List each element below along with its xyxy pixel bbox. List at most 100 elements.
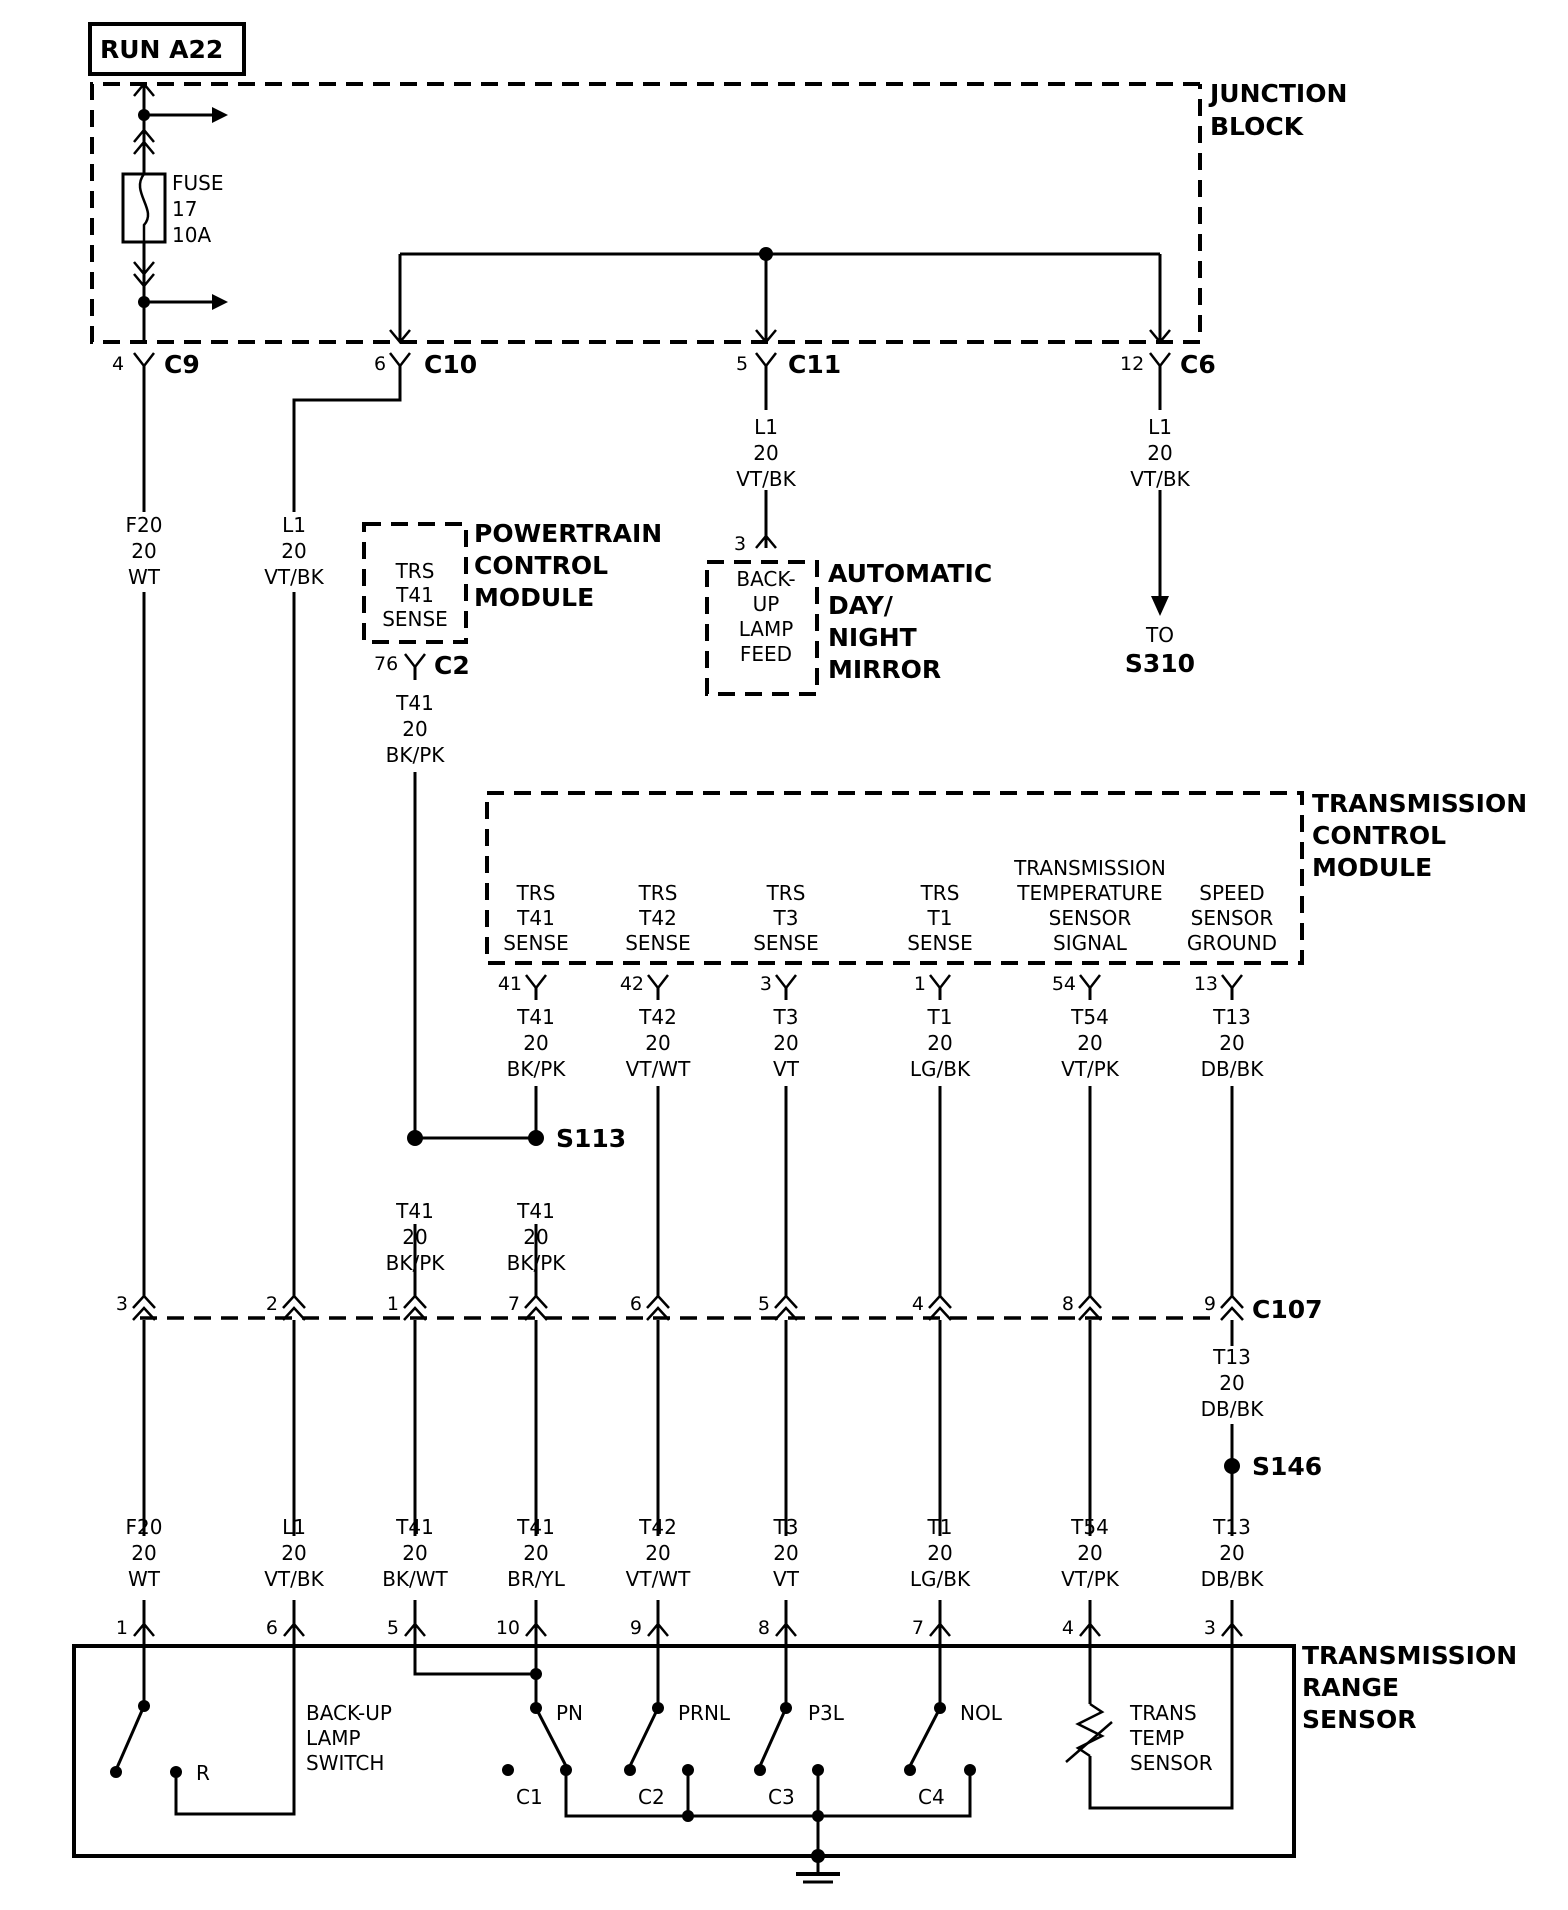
tcm-wire-label: LG/BK <box>910 1057 971 1081</box>
c107-pin-8: 8 <box>1062 1293 1102 1321</box>
svg-text:F20: F20 <box>126 513 163 537</box>
c107-pin-5: 5 <box>758 1293 798 1321</box>
tcm-circuit-label: TRS <box>638 881 678 905</box>
tcm-title-3: MODULE <box>1312 853 1432 882</box>
lower-wire-label: VT/BK <box>264 1567 324 1591</box>
tcm-circuits: TRST41SENSE41T4120BK/PKTRST42SENSE42T422… <box>498 856 1277 1296</box>
svg-text:S310: S310 <box>1125 649 1195 678</box>
lower-wire-label: T54 <box>1070 1515 1109 1539</box>
mirror-title-4: MIRROR <box>828 655 941 684</box>
tcm-wire-label: T41 <box>516 1005 555 1029</box>
s113-label: S113 <box>556 1124 626 1153</box>
s146-label: S146 <box>1252 1452 1322 1481</box>
tcm-circuit-label: T41 <box>516 906 555 930</box>
c107-pin-number: 6 <box>630 1293 642 1315</box>
trs-pin: 5 <box>387 1617 399 1639</box>
tcm-title-2: CONTROL <box>1312 821 1446 850</box>
svg-text:BK/PK: BK/PK <box>386 1251 446 1275</box>
svg-text:LAMP: LAMP <box>306 1726 361 1750</box>
tcm-circuit-label: SENSOR <box>1049 906 1132 930</box>
trs-pin: 1 <box>116 1617 128 1639</box>
c107-pin-number: 5 <box>758 1293 770 1315</box>
junction-block: JUNCTION BLOCK FUSE 17 10A <box>90 79 1347 344</box>
svg-text:BK/PK: BK/PK <box>386 743 446 767</box>
c6-cavity: 12 <box>1120 353 1144 375</box>
trs-pin: 10 <box>496 1617 520 1639</box>
fuse-17: FUSE 17 10A <box>121 171 223 247</box>
c107-pin-number: 9 <box>1204 1293 1216 1315</box>
svg-text:20: 20 <box>523 1225 548 1249</box>
c11-cavity: 5 <box>736 353 748 375</box>
tcm-circuit-label: SENSE <box>753 931 819 955</box>
fuse-label-3: 10A <box>172 223 211 247</box>
svg-text:PRNL: PRNL <box>678 1701 731 1725</box>
svg-text:L1: L1 <box>1148 415 1172 439</box>
lower-wire-label: T41 <box>395 1515 434 1539</box>
trs-pin: 8 <box>758 1617 770 1639</box>
wire-label-l1-upper: L1 20 VT/BK <box>264 513 324 589</box>
transmission-range-sensor: TRANSMISSION RANGE SENSOR R BACK-UP LAMP… <box>72 1641 1517 1884</box>
c107-pin-4: 4 <box>912 1293 952 1321</box>
t13-below-c107: T13 20 DB/BK <box>1201 1345 1265 1421</box>
c10-name: C10 <box>424 350 477 379</box>
svg-text:20: 20 <box>1219 1371 1244 1395</box>
tcm-circuit-label: T1 <box>927 906 953 930</box>
to-s310: TO S310 <box>1125 623 1195 678</box>
p3l-switch: P3L C3 <box>754 1646 845 1809</box>
lower-wire-label: 20 <box>281 1541 306 1565</box>
tcm-circuit-label: T42 <box>638 906 677 930</box>
lower-wire-label: VT <box>773 1567 800 1591</box>
splice-s146: S146 <box>1224 1452 1322 1481</box>
trs-pin: 6 <box>266 1617 278 1639</box>
wire-label-l1-mirror: L1 20 VT/BK <box>736 415 796 491</box>
tcm-circuit-label: SENSE <box>625 931 691 955</box>
lower-wire-label: T42 <box>638 1515 677 1539</box>
tcm-circuit-label: TEMPERATURE <box>1016 881 1162 905</box>
trs-pin: 9 <box>630 1617 642 1639</box>
tcm-wire-label: 20 <box>645 1031 670 1055</box>
c107-pin-number: 1 <box>387 1293 399 1315</box>
pcm-pin: 76 <box>374 653 398 675</box>
tcm-wire-label: VT/PK <box>1061 1057 1120 1081</box>
svg-text:P3L: P3L <box>808 1701 845 1725</box>
svg-text:SENSOR: SENSOR <box>1130 1751 1213 1775</box>
tcm-title-1: TRANSMISSION <box>1312 789 1527 818</box>
tcm-circuit-label: SENSOR <box>1191 906 1274 930</box>
svg-text:UP: UP <box>753 592 780 616</box>
svg-text:SWITCH: SWITCH <box>306 1751 384 1775</box>
powertrain-control-module: TRS T41 SENSE POWERTRAIN CONTROL MODULE … <box>362 519 662 767</box>
ground-bus <box>564 1770 972 1874</box>
tcm-circuit-label: SPEED <box>1199 881 1264 905</box>
circuit-label-text: RUN A22 <box>100 35 223 64</box>
svg-text:VT/BK: VT/BK <box>736 467 796 491</box>
lower-wire-label: T1 <box>927 1515 953 1539</box>
trs-pin: 4 <box>1062 1617 1074 1639</box>
svg-text:TO: TO <box>1145 623 1174 647</box>
svg-text:C1: C1 <box>516 1785 543 1809</box>
lower-wire-label: 20 <box>773 1541 798 1565</box>
mirror-pin: 3 <box>734 533 746 555</box>
splice-s113: S113 T41 20 BK/PK T41 20 BK/PK <box>386 1124 627 1275</box>
lower-wire-label: LG/BK <box>910 1567 971 1591</box>
svg-text:T41: T41 <box>395 691 434 715</box>
svg-text:FEED: FEED <box>740 642 792 666</box>
tcm-wire-label: T13 <box>1212 1005 1251 1029</box>
tcm-pin: 13 <box>1194 973 1218 995</box>
tcm-wire-label: VT/WT <box>626 1057 691 1081</box>
tcm-circuit-4: TRANSMISSIONTEMPERATURESENSORSIGNAL54T54… <box>1013 856 1166 1296</box>
svg-text:T13: T13 <box>1212 1345 1251 1369</box>
tcm-wire-label: 20 <box>773 1031 798 1055</box>
tcm-wire-label: VT <box>773 1057 800 1081</box>
svg-text:WT: WT <box>128 565 161 589</box>
r-label: R <box>196 1761 210 1785</box>
svg-text:L1: L1 <box>754 415 778 439</box>
trs-title-1: TRANSMISSION <box>1302 1641 1517 1670</box>
tcm-wire-label: DB/BK <box>1201 1057 1265 1081</box>
